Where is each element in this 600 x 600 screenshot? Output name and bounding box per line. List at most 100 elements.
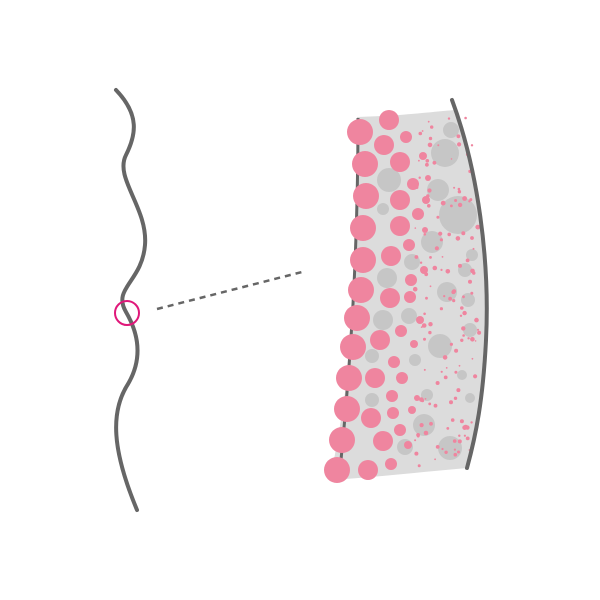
- pink-dot: [445, 269, 451, 274]
- pink-dot: [432, 265, 438, 271]
- pink-dot: [475, 224, 481, 230]
- pink-dot: [471, 357, 474, 360]
- pink-particle-medium: [374, 135, 394, 155]
- pink-particle-small: [400, 131, 412, 143]
- pink-dot: [440, 200, 446, 206]
- pink-dot: [416, 433, 420, 437]
- gray-particle: [365, 349, 379, 363]
- gray-particle: [365, 393, 379, 407]
- pink-dot: [458, 263, 462, 268]
- pink-dot: [425, 159, 430, 163]
- gray-particle: [377, 203, 389, 215]
- pink-dot: [453, 452, 458, 457]
- pink-particle-medium: [380, 288, 400, 308]
- gray-particle: [373, 310, 393, 330]
- pink-dot: [429, 285, 432, 288]
- pink-dot: [454, 370, 458, 374]
- pink-particle-small: [404, 291, 416, 303]
- pink-dot: [458, 364, 461, 367]
- pink-dot: [423, 337, 426, 341]
- pink-particle-small: [408, 406, 416, 414]
- gray-particle: [457, 370, 467, 380]
- pink-dot: [439, 307, 443, 311]
- pink-dot: [468, 279, 472, 284]
- pink-particle-medium: [381, 246, 401, 266]
- pink-dot: [441, 256, 444, 258]
- gray-particle: [401, 308, 417, 324]
- pink-particle-large: [350, 247, 376, 273]
- pink-dot: [465, 436, 470, 441]
- pink-dot: [420, 326, 423, 328]
- pink-dot: [429, 256, 432, 259]
- pink-dot: [477, 330, 482, 335]
- gray-particle: [463, 323, 477, 337]
- pink-dot: [436, 215, 440, 219]
- pink-dot: [424, 431, 427, 434]
- pink-dot: [448, 296, 452, 301]
- pink-dot: [457, 450, 460, 454]
- pink-dot: [423, 368, 426, 371]
- pink-dot: [417, 464, 421, 468]
- pink-dot: [455, 236, 461, 241]
- pink-dot: [447, 117, 451, 120]
- pink-dot: [456, 134, 461, 139]
- pink-dot: [427, 142, 433, 148]
- pink-particle-large: [344, 305, 370, 331]
- gray-particle: [421, 389, 433, 401]
- pink-dot: [420, 423, 424, 427]
- pink-particle-small: [388, 356, 400, 368]
- pink-dot: [443, 375, 448, 380]
- pink-dot: [452, 289, 457, 294]
- pink-particle-small: [412, 208, 424, 220]
- particle-layer: [324, 110, 482, 483]
- pink-particle-medium: [365, 368, 385, 388]
- pink-dot: [425, 162, 429, 167]
- pink-dot: [437, 144, 440, 147]
- pink-dot: [425, 296, 428, 300]
- pink-dot: [440, 370, 443, 373]
- pink-dot: [462, 196, 467, 201]
- pink-dot: [472, 271, 476, 275]
- pink-dot: [470, 236, 474, 240]
- gray-particle: [443, 122, 459, 138]
- pink-dot: [430, 125, 434, 129]
- pink-particle-medium: [361, 408, 381, 428]
- pink-particle-small: [387, 407, 399, 419]
- pink-particle-medium: [373, 431, 393, 451]
- pink-dot: [444, 450, 448, 454]
- pink-particle-small: [394, 424, 406, 436]
- pink-dot: [441, 447, 444, 451]
- pink-particle-medium: [358, 460, 378, 480]
- pink-particle-small: [419, 152, 427, 160]
- pink-dot: [457, 142, 462, 147]
- pink-dot: [414, 451, 419, 456]
- pink-dot: [423, 233, 427, 236]
- pink-dot: [453, 186, 456, 189]
- pink-dot: [434, 458, 436, 461]
- gray-particle: [428, 334, 452, 358]
- pink-dot: [418, 159, 420, 162]
- pink-particle-small: [416, 316, 424, 324]
- pink-particle-small: [422, 227, 428, 233]
- pink-dot: [463, 434, 466, 437]
- pink-particle-small: [385, 458, 397, 470]
- pink-dot: [460, 338, 464, 342]
- pink-dot: [457, 187, 461, 191]
- pink-dot: [450, 158, 453, 160]
- pink-dot: [452, 439, 457, 443]
- pink-dot: [454, 348, 459, 353]
- pink-dot: [457, 190, 462, 194]
- pink-dot: [457, 439, 462, 444]
- pink-particle-small: [404, 441, 412, 449]
- pink-dot: [435, 445, 440, 449]
- pink-dot: [459, 419, 464, 424]
- gray-particle: [466, 249, 478, 261]
- pink-dot: [474, 317, 479, 323]
- zoom-connector-dashed-line: [156, 270, 303, 311]
- pink-dot: [421, 323, 427, 328]
- pink-dot: [453, 448, 456, 451]
- pink-particle-large: [348, 277, 374, 303]
- pink-particle-large: [329, 427, 355, 453]
- pink-dot: [414, 439, 417, 442]
- outer-surface-curve: [450, 98, 489, 470]
